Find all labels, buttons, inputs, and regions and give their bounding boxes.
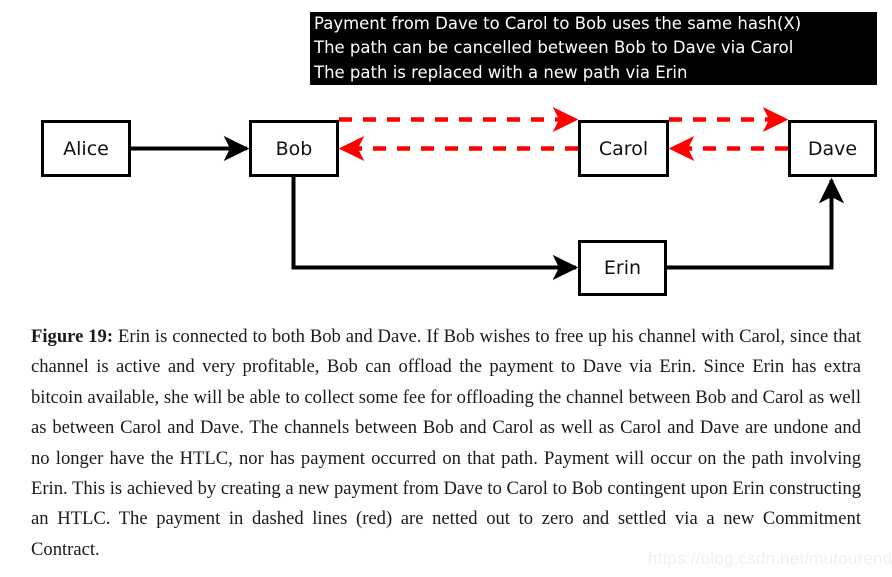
- node-alice-label: Alice: [63, 137, 109, 160]
- node-dave-label: Dave: [807, 137, 858, 160]
- banner-line-2: The path can be cancelled between Bob to…: [314, 38, 794, 58]
- watermark-text: https://blog.csdn.net/mutourend: [648, 549, 892, 568]
- annotation-banner: Payment from Dave to Carol to Bob uses t…: [310, 12, 877, 85]
- edge-erin-dave: [666, 177, 845, 270]
- diagram-edges-svg: [131, 106, 845, 281]
- figure-number-label: Figure 19:: [31, 326, 114, 347]
- figure-caption-body: Erin is connected to both Bob and Dave. …: [31, 326, 862, 560]
- figure-caption: Figure 19: Erin is connected to both Bob…: [31, 322, 861, 565]
- banner-line-1: Payment from Dave to Carol to Bob uses t…: [314, 14, 802, 33]
- node-erin[interactable]: Erin: [578, 240, 667, 296]
- node-bob[interactable]: Bob: [249, 120, 339, 177]
- node-carol-label: Carol: [598, 137, 649, 160]
- edge-bob-erin: [291, 177, 579, 281]
- node-dave[interactable]: Dave: [788, 120, 877, 177]
- node-erin-label: Erin: [603, 257, 642, 279]
- node-bob-label: Bob: [275, 137, 313, 160]
- node-carol[interactable]: Carol: [578, 120, 669, 177]
- node-alice[interactable]: Alice: [41, 120, 131, 177]
- payment-channel-diagram: Alice Bob Carol Dave Erin: [41, 106, 877, 296]
- banner-line-3: The path is replaced with a new path via…: [314, 62, 688, 82]
